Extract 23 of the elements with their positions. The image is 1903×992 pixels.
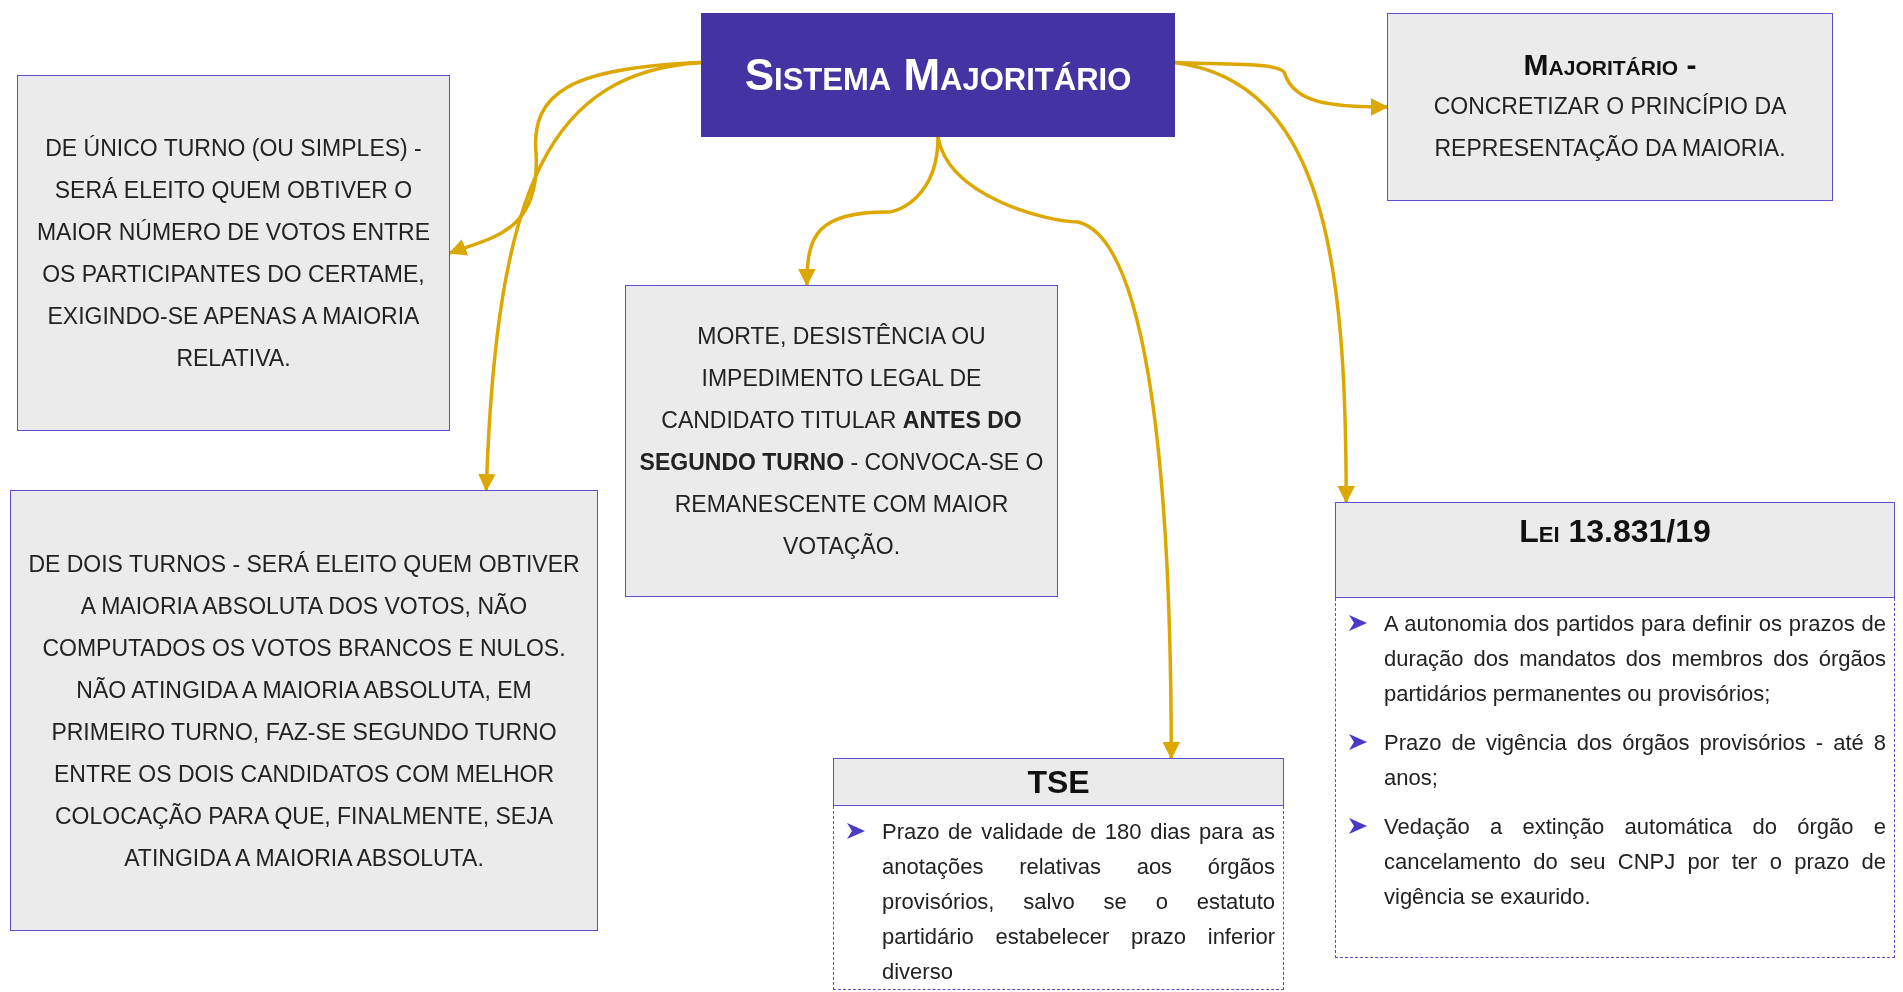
concept-box — [625, 285, 1058, 597]
list-card — [1335, 502, 1895, 958]
box-text: DE DOIS TURNOS - SERÁ ELEITO QUEM OBTIVER A MAIORIA ABSOLUTA DOS VOTOS, NÃO COMPUTADOS OS VOTOS BRANCOS E NULOS. NÃO ATINGIDA A MAIORIA ABSOLUTA, EM PRIMEIRO TURNO, FAZ-SE SEGUNDO TURNO ENTRE OS DOIS CANDIDATOS COM MELHOR COLOCAÇÃO PARA QUE, FINALMENTE, SEJA ATINGIDA A MAIORIA ABSOLUTA. — [27, 549, 581, 873]
concept-box — [1387, 13, 1833, 201]
bullet-text: Vedação a extinção automática do órgão e cancelamento do seu CNPJ por ter o prazo de vigência se exaurido. — [1384, 813, 1886, 911]
bullet-text: A autonomia dos partidos para definir os prazos de duração dos mandatos dos membros dos órgãos partidários permanentes ou provisórios; — [1384, 610, 1886, 708]
box-text: CONCRETIZAR O PRINCÍPIO DA REPRESENTAÇÃO DA MAIORIA. — [1432, 92, 1788, 163]
curved-arrow — [936, 136, 1180, 760]
curved-arrow — [798, 136, 940, 287]
curved-arrow — [1174, 60, 1389, 116]
concept-box — [17, 75, 450, 431]
curved-arrow — [478, 60, 702, 492]
card-heading: TSE — [1027, 763, 1090, 802]
card-heading: Lei 13.831/19 — [1519, 512, 1711, 551]
concept-box — [10, 490, 598, 931]
title-text: Sistema Majoritário — [743, 49, 1133, 101]
title-box — [701, 13, 1175, 137]
bullet-text: Prazo de vigência dos órgãos provisórios - até 8 anos; — [1384, 729, 1886, 792]
box-text: MORTE, DESISTÊNCIA OU IMPEDIMENTO LEGAL DE CANDIDATO TITULAR ANTES DO SEGUNDO TURNO - CONVOCA-SE O REMANESCENTE COM MAIOR VOTAÇÃO. — [638, 322, 1045, 561]
list-card — [833, 758, 1284, 990]
bullet-text: Prazo de validade de 180 dias para as anotações relativas aos órgãos provisórios, salvo se o estatuto partidário estabelecer prazo inferior diverso — [882, 818, 1275, 986]
box-text: DE ÚNICO TURNO (OU SIMPLES) - SERÁ ELEITO QUEM OBTIVER O MAIOR NÚMERO DE VOTOS ENTRE OS PARTICIPANTES DO CERTAME, EXIGINDO-SE APENAS A MAIORIA RELATIVA. — [35, 134, 432, 373]
box-heading: Majoritário - — [1523, 47, 1697, 83]
